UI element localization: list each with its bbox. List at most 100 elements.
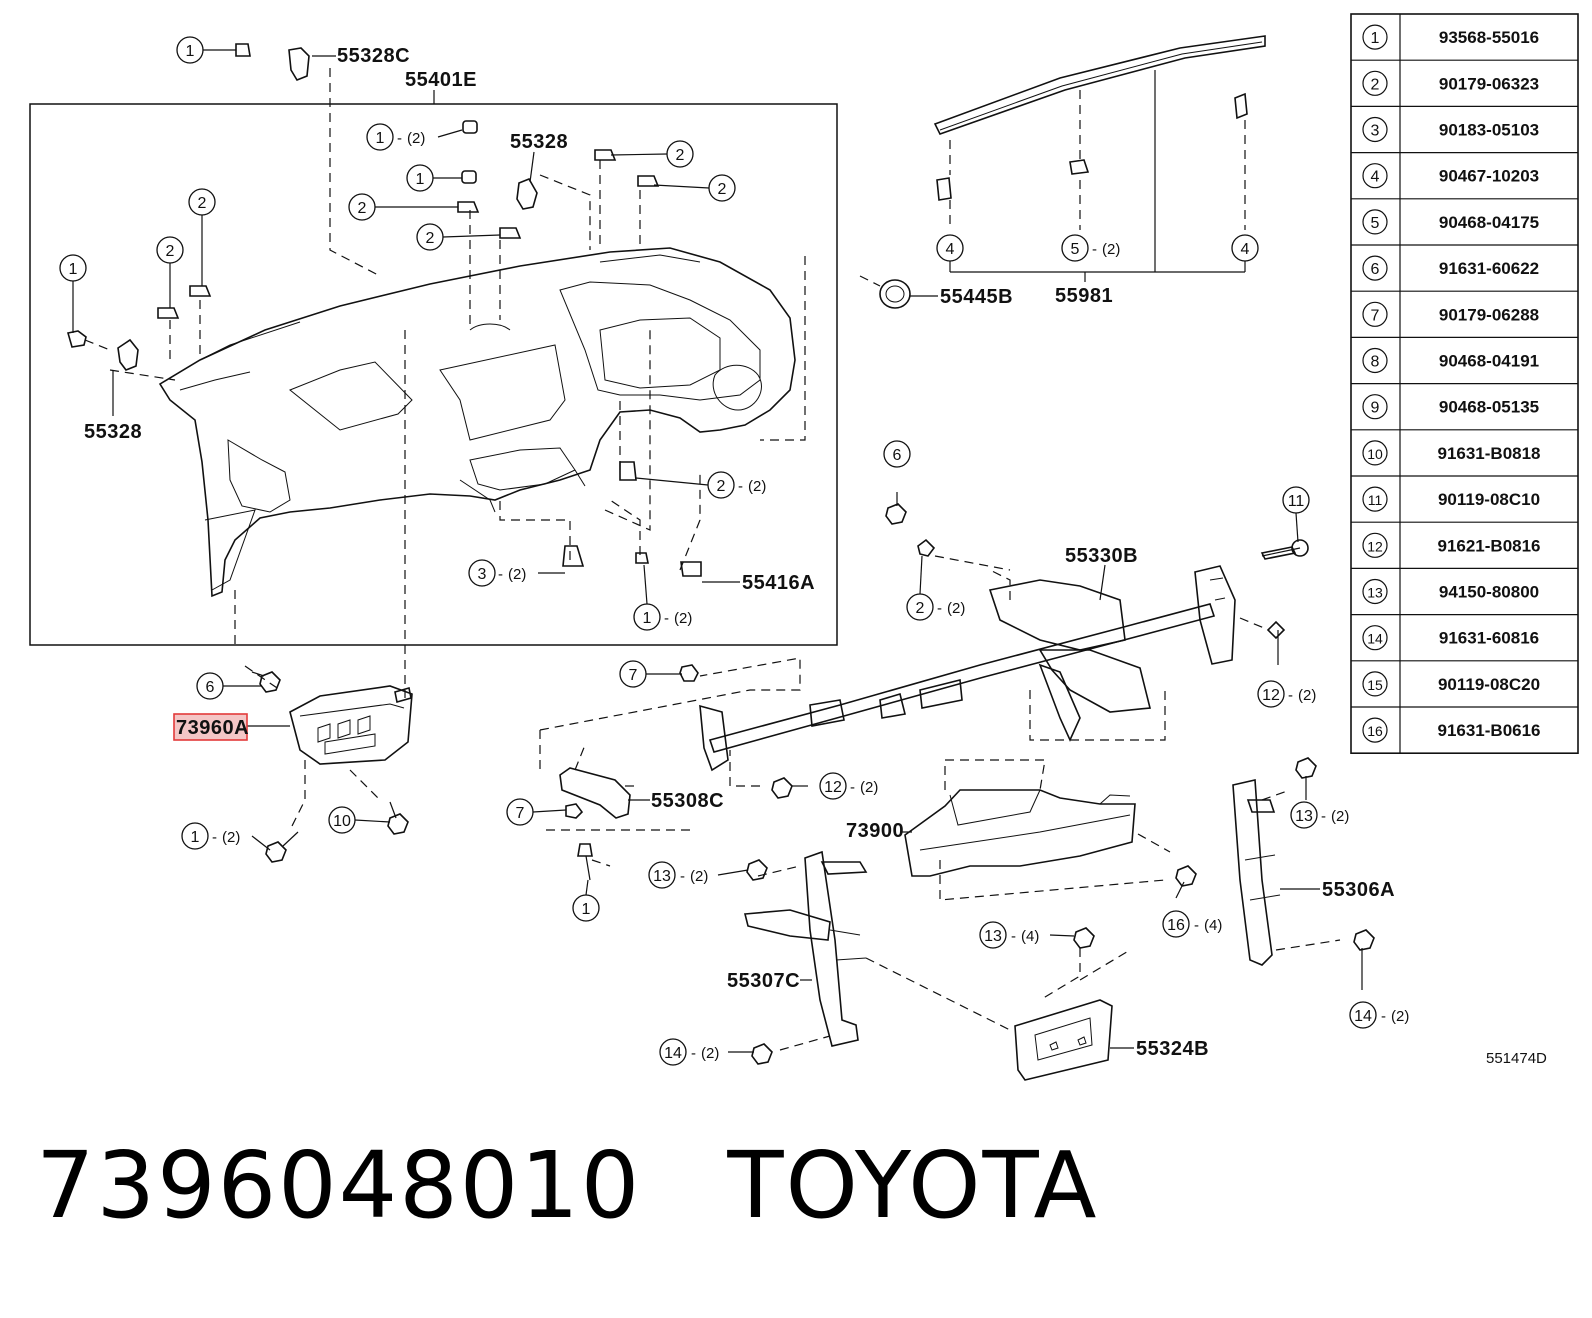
svg-text:-: - <box>1194 917 1199 934</box>
label-55416A: 55416A <box>742 572 815 594</box>
bracket-55306A-drawing <box>1232 779 1341 966</box>
ref-circle <box>1362 394 1388 420</box>
ref-number: 15 <box>1367 677 1383 693</box>
svg-text:-: - <box>1011 928 1016 945</box>
svg-text:16: 16 <box>1167 917 1185 934</box>
diagram-code: 551474D <box>1486 1050 1547 1067</box>
highlight-73960A <box>173 713 248 741</box>
callout-1-qty2-top: 1 -(2) <box>366 123 463 151</box>
ref-number: 14 <box>1367 631 1383 647</box>
part-number-cell: 91621-B0816 <box>1437 536 1540 555</box>
part-number-cell: 91631-B0616 <box>1437 721 1540 740</box>
callout-1-left: 1 <box>59 254 87 333</box>
parts-table-row: 15 90119-08C20 <box>1362 671 1540 697</box>
svg-text:1: 1 <box>191 829 200 846</box>
svg-text:1: 1 <box>69 261 78 278</box>
callout-2-qty2-mid: 2 -(2) <box>635 471 766 499</box>
svg-text:-: - <box>664 610 669 627</box>
grommet-55445B <box>859 275 938 309</box>
ref-circle <box>1362 532 1388 558</box>
ref-circle <box>1362 671 1388 697</box>
svg-text:1: 1 <box>582 901 591 918</box>
svg-text:(2): (2) <box>947 600 965 617</box>
callout-1-qty2-bottom: 1 -(2) <box>633 564 692 631</box>
ref-circle <box>1362 717 1388 743</box>
callout-6-left: 6 <box>196 672 262 700</box>
part-number-cell: 90468-04191 <box>1439 352 1539 371</box>
ref-circle <box>1362 209 1388 235</box>
label-55328C: 55328C <box>337 45 410 67</box>
svg-text:-: - <box>397 130 402 147</box>
callout-2-d: 2 <box>416 223 501 251</box>
part-number-cell: 90119-08C20 <box>1438 675 1540 694</box>
svg-text:(2): (2) <box>674 610 692 627</box>
svg-text:12: 12 <box>824 779 842 796</box>
part-number-cell: 91631-60622 <box>1439 259 1539 278</box>
label-55307C: 55307C <box>727 970 800 992</box>
ref-circle <box>1362 163 1388 189</box>
callout-7-bottom: 7 <box>506 798 567 826</box>
dashboard-leaders <box>84 68 806 698</box>
svg-text:(4): (4) <box>1204 917 1222 934</box>
screw-near-55308C <box>577 843 611 881</box>
label-55330B: 55330B <box>1065 545 1138 567</box>
ref-number: 6 <box>1371 261 1380 278</box>
svg-text:6: 6 <box>893 447 902 464</box>
callout-14-qty2-right: 14 -(2) <box>1349 1001 1409 1029</box>
callout-16-qty4: 16 -(4) <box>1162 910 1222 938</box>
ref-number: 4 <box>1371 169 1380 186</box>
svg-text:-: - <box>1321 808 1326 825</box>
callout-1-qty2-airbag: 1 -(2) <box>181 822 271 851</box>
label-73960A[interactable]: 73960A <box>176 717 249 739</box>
ref-circle <box>1362 301 1388 327</box>
callout-12-qty2-right: 12 -(2) <box>1257 680 1316 708</box>
svg-text:2: 2 <box>426 230 435 247</box>
part-number-cell: 90179-06288 <box>1439 305 1539 324</box>
ref-number: 8 <box>1371 354 1380 371</box>
svg-text:(2): (2) <box>1331 808 1349 825</box>
svg-text:11: 11 <box>1288 493 1305 510</box>
svg-text:14: 14 <box>664 1045 682 1062</box>
callout-3-qty2: 3 -(2) <box>468 559 565 587</box>
parts-table-row: 8 90468-04191 <box>1362 347 1539 374</box>
svg-text:(2): (2) <box>690 868 708 885</box>
callout-10: 10 <box>328 806 391 834</box>
svg-text:(2): (2) <box>701 1045 719 1062</box>
svg-text:-: - <box>680 868 685 885</box>
ref-number: 5 <box>1371 215 1380 232</box>
ref-circle <box>1362 440 1388 466</box>
part-number-cell: 90179-06323 <box>1439 74 1539 93</box>
callout-2-b: 2 <box>653 174 736 202</box>
callout-5-qty2: 5 -(2) <box>1061 234 1120 262</box>
svg-text:-: - <box>1288 687 1293 704</box>
callout-12-qty2-mid: 12 -(2) <box>819 772 878 800</box>
svg-text:(2): (2) <box>222 829 240 846</box>
svg-text:2: 2 <box>718 181 727 198</box>
brand-name: TOYOTA <box>727 1132 1099 1239</box>
part-number-cell: 90183-05103 <box>1439 121 1539 140</box>
svg-text:(4): (4) <box>1021 928 1039 945</box>
label-55401E: 55401E <box>405 69 477 91</box>
svg-text:14: 14 <box>1354 1008 1372 1025</box>
svg-text:13: 13 <box>1295 808 1313 825</box>
label-55306A: 55306A <box>1322 879 1395 901</box>
svg-text:2: 2 <box>166 243 175 260</box>
svg-text:-: - <box>1092 241 1097 258</box>
svg-text:2: 2 <box>198 195 207 212</box>
svg-text:1: 1 <box>186 43 195 60</box>
ref-circle <box>1362 347 1388 374</box>
svg-text:-: - <box>850 779 855 796</box>
callout-4-right: 4 <box>1231 234 1259 272</box>
misc-fasteners <box>679 492 1375 1065</box>
bracket-55324B-drawing <box>1014 948 1131 1081</box>
